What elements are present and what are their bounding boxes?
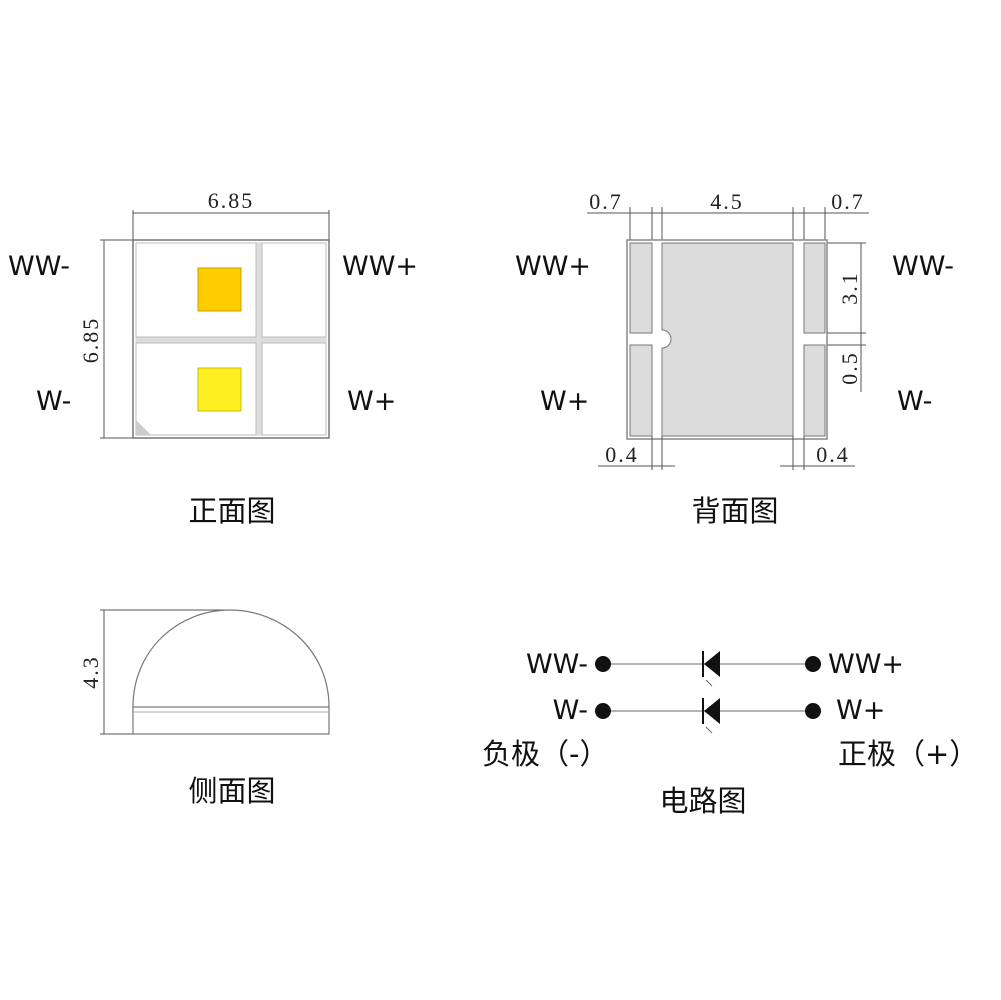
back-dim-left-gap: 0.4	[605, 442, 639, 467]
front-pin-ww-minus: WW-	[8, 251, 70, 282]
circuit-caption: 电路图	[659, 784, 746, 818]
circuit-w-minus-label: W-	[553, 695, 588, 726]
back-dim-right-width: 0.7	[831, 189, 865, 214]
back-dim-center-width: 4.5	[710, 189, 744, 214]
back-pin-ww-minus: WW-	[892, 251, 954, 282]
circuit-diagram: WW- WW+ W- W+ 负极（-） 正极（+） 电路图	[482, 649, 978, 818]
circuit-ww-plus-label: WW+	[828, 649, 904, 680]
circuit-w-emission	[705, 726, 713, 734]
back-pad-top-right	[803, 242, 826, 334]
back-view-caption: 背面图	[691, 494, 778, 528]
circuit-w-minus-node	[595, 703, 611, 719]
back-dim-left-width: 0.7	[589, 189, 623, 214]
back-pin-w-minus: W-	[897, 386, 932, 417]
circuit-positive-label: 正极（+）	[838, 737, 978, 771]
front-view: 6.85 6.85 WW- WW+ W- W+ 正面图	[8, 188, 418, 528]
back-view: 0.7 4.5 0.7 3.1 0.5 0.4 0.4 WW+ W+ WW- W…	[515, 189, 954, 528]
front-quadrant-bl	[135, 342, 257, 436]
circuit-negative-label: 负极（-）	[482, 737, 608, 771]
front-pin-ww-plus: WW+	[342, 251, 418, 282]
circuit-w-plus-label: W+	[836, 695, 885, 726]
back-dim-gap: 0.5	[837, 351, 862, 385]
circuit-ww-plus-node	[805, 656, 821, 672]
back-center-pad	[661, 242, 794, 437]
chip-warm-white	[197, 267, 242, 312]
back-dim-pad-height: 3.1	[837, 271, 862, 305]
circuit-ww-minus-node	[595, 656, 611, 672]
circuit-ww-emission	[705, 679, 713, 687]
front-polarity-chamfer	[136, 420, 151, 435]
side-height-dim-label: 4.3	[78, 655, 103, 689]
front-pin-w-plus: W+	[347, 386, 396, 417]
back-dim-right-gap: 0.4	[816, 442, 850, 467]
circuit-ww-diode-triangle	[704, 651, 720, 677]
back-pad-top-left	[629, 242, 653, 334]
circuit-w-diode-triangle	[704, 698, 720, 724]
front-height-dim-label: 6.85	[78, 317, 103, 364]
back-pad-bottom-left	[629, 344, 653, 437]
front-quadrant-br	[261, 342, 327, 436]
front-width-dim-label: 6.85	[208, 188, 255, 213]
side-view-caption: 侧面图	[188, 774, 275, 808]
side-base	[132, 706, 330, 735]
circuit-ww-minus-label: WW-	[526, 649, 588, 680]
chip-white	[197, 367, 242, 412]
back-pin-ww-plus: WW+	[515, 251, 591, 282]
front-quadrant-tr	[261, 242, 327, 338]
back-pad-bottom-right	[803, 344, 826, 437]
side-view: 4.3 侧面图	[78, 609, 330, 808]
back-pin-w-plus: W+	[540, 386, 589, 417]
side-dome-lens	[132, 609, 330, 708]
front-quadrant-tl	[135, 242, 257, 338]
circuit-w-plus-node	[805, 703, 821, 719]
front-pin-w-minus: W-	[36, 386, 71, 417]
front-divider-horizontal	[136, 337, 326, 343]
front-view-caption: 正面图	[188, 494, 275, 528]
